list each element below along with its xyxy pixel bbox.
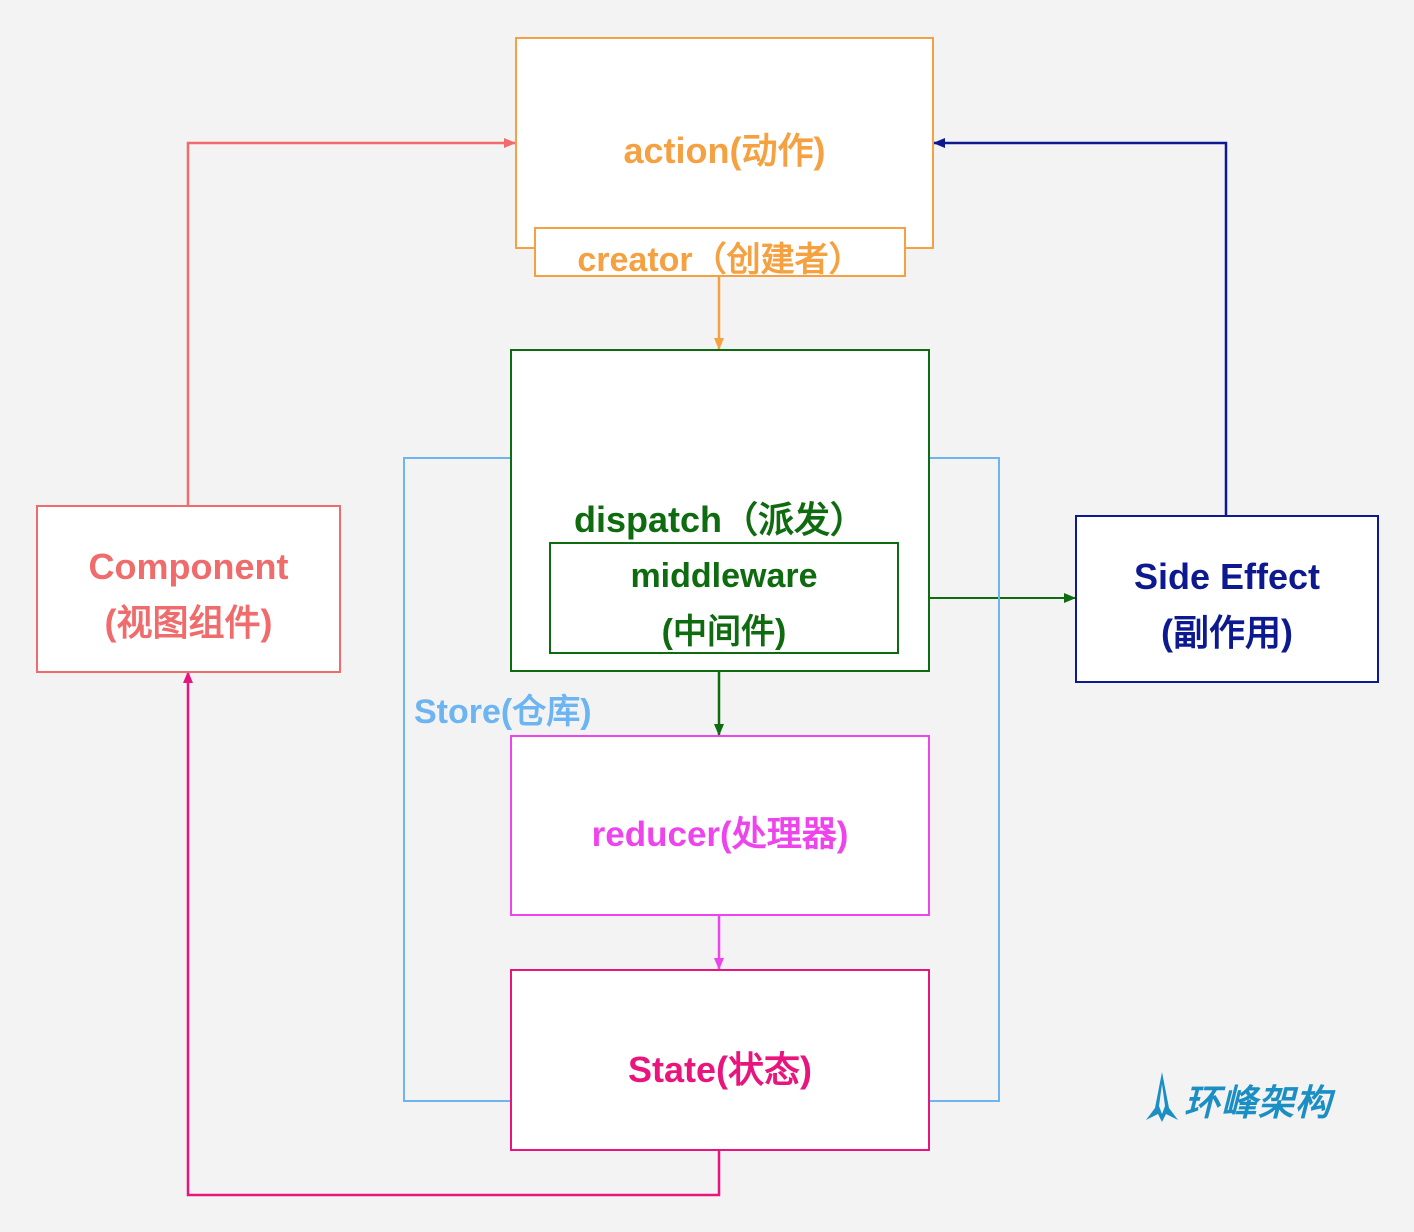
action-box bbox=[515, 37, 934, 249]
component-label-line1: Component bbox=[88, 546, 289, 587]
reducer-box bbox=[510, 735, 930, 916]
dispatch-label: dispatch（派发） bbox=[573, 499, 867, 540]
rocket-logo-icon bbox=[1146, 1072, 1178, 1122]
edge-component-to-action bbox=[186, 138, 516, 505]
state-label: State(状态) bbox=[627, 1049, 812, 1090]
middleware-box bbox=[549, 542, 899, 654]
logo-text: 环峰架构 bbox=[1184, 1083, 1333, 1124]
state-box bbox=[510, 969, 930, 1151]
side-effect-box bbox=[1075, 515, 1379, 683]
edge-state-to-component bbox=[183, 671, 721, 1197]
action-label: action(动作) bbox=[623, 130, 826, 171]
brand-logo: 环峰架构 bbox=[1142, 1070, 1332, 1126]
creator-label: creator（创建者） bbox=[577, 241, 863, 279]
edge-side-effect-to-action bbox=[933, 138, 1228, 515]
side-effect-label-line2: (副作用) bbox=[1161, 612, 1293, 653]
reducer-label: reducer(处理器) bbox=[591, 815, 849, 854]
store-label: Store(仓库) bbox=[414, 693, 592, 731]
side-effect-label-line1: Side Effect bbox=[1133, 556, 1321, 597]
middleware-label-line2: (中间件) bbox=[661, 613, 787, 651]
component-label-line2: (视图组件) bbox=[104, 602, 273, 643]
middleware-label-line1: middleware bbox=[630, 557, 818, 595]
creator-box bbox=[534, 227, 906, 277]
component-box bbox=[36, 505, 341, 673]
